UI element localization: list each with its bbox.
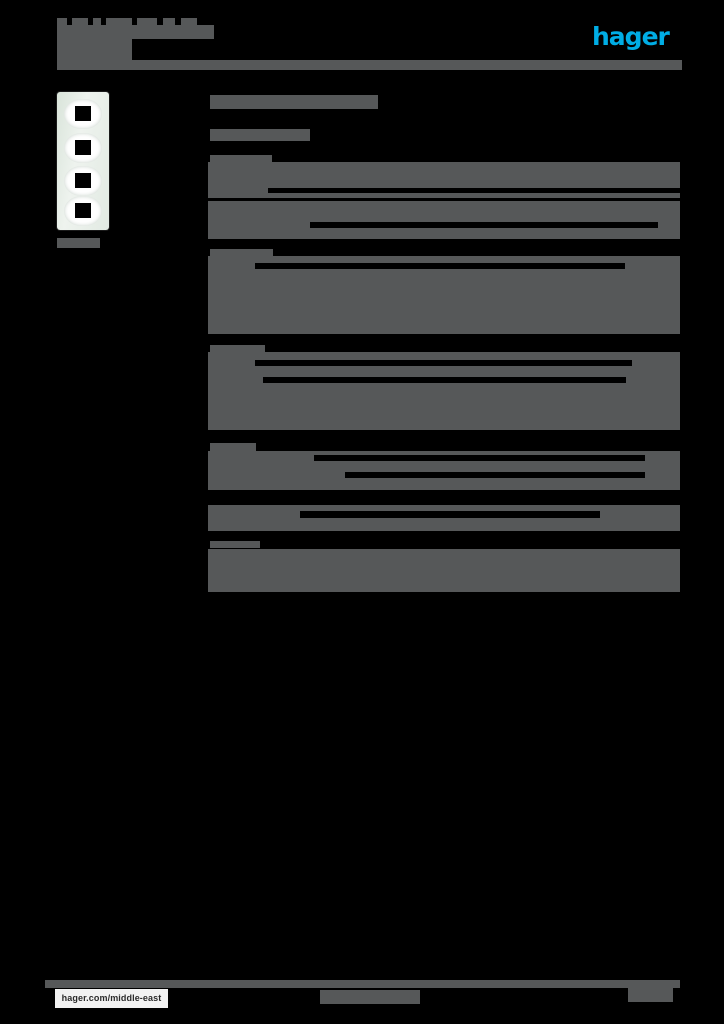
- footer-center-redaction: [320, 990, 420, 1004]
- product-frame-4gang: [57, 92, 109, 230]
- spec-section-6-body: [208, 505, 680, 531]
- socket-1-redaction: [75, 106, 91, 121]
- socket-2-redaction: [75, 140, 91, 155]
- header-title-block-3: [93, 18, 101, 26]
- footer-right-redaction: [628, 988, 673, 1002]
- footer-url-link[interactable]: hager.com/middle-east: [55, 989, 168, 1008]
- content-heading-block: [210, 95, 378, 109]
- spec-section-6-leader-1: [300, 511, 600, 518]
- hager-logo-icon: hager: [592, 24, 672, 50]
- spec-section-3-label: [210, 249, 273, 256]
- spec-section-7-body: [208, 549, 680, 592]
- socket-4: [64, 196, 102, 226]
- spec-section-2-body: [208, 201, 680, 239]
- socket-1: [64, 99, 102, 129]
- socket-3-redaction: [75, 173, 91, 188]
- header-title-block-4: [106, 18, 132, 26]
- header-title-block-5: [137, 18, 157, 26]
- spec-section-3-leader-1: [255, 263, 625, 269]
- socket-3: [64, 166, 102, 196]
- spec-section-4-label: [210, 345, 265, 352]
- header-title-block-1: [57, 18, 67, 26]
- product-caption-redaction: [57, 238, 100, 248]
- socket-4-redaction: [75, 203, 91, 218]
- header-title-block-6: [163, 18, 175, 26]
- header-title-block-2: [72, 18, 88, 26]
- header-divider-rule: [57, 60, 682, 70]
- svg-text:hager: hager: [592, 24, 671, 50]
- spec-section-5-label: [210, 443, 256, 451]
- spec-section-3-body: [208, 256, 680, 334]
- product-image: [57, 92, 115, 248]
- spec-section-2-leader-1: [310, 222, 658, 228]
- page-header: hager hager: [0, 0, 724, 80]
- footer-divider-rule: [45, 980, 680, 988]
- spec-section-4-leader-2: [263, 377, 626, 383]
- header-title-block-9: [57, 39, 132, 60]
- spec-section-1-label: [210, 155, 272, 162]
- spec-section-1-leader-1: [268, 188, 680, 193]
- spec-section-5-leader-1: [314, 455, 645, 461]
- socket-2: [64, 133, 102, 163]
- spec-section-4-leader-1: [255, 360, 632, 366]
- content-subheading-block: [210, 129, 310, 141]
- spec-section-5-leader-2: [345, 472, 645, 478]
- header-title-block-7: [181, 18, 197, 26]
- header-title-block-8: [57, 25, 214, 39]
- spec-section-7-label: [210, 541, 260, 548]
